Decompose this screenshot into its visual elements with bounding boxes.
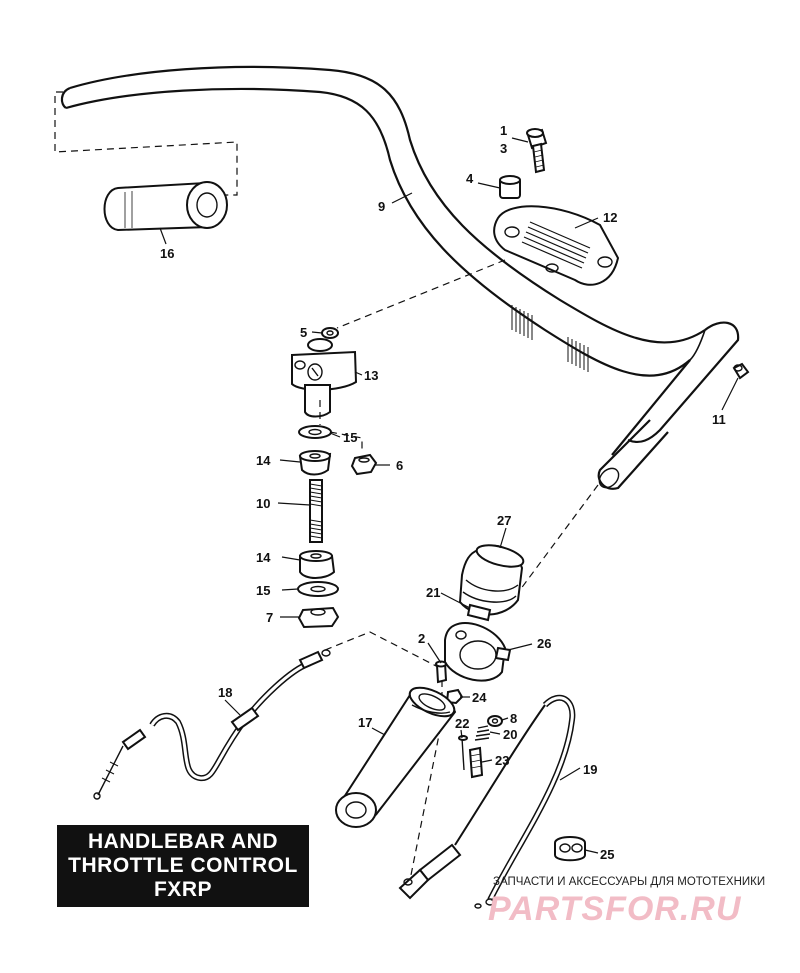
callout-13: 13 bbox=[364, 368, 378, 383]
spring-20 bbox=[474, 725, 491, 741]
callout-24: 24 bbox=[472, 690, 487, 705]
leader-lines bbox=[159, 137, 739, 854]
callout-25: 25 bbox=[600, 847, 614, 862]
bolt-11 bbox=[732, 362, 750, 380]
callout-14-lower: 14 bbox=[256, 550, 271, 565]
callout-23: 23 bbox=[495, 753, 509, 768]
screw-23 bbox=[468, 746, 484, 779]
callout-10: 10 bbox=[256, 496, 270, 511]
callout-7: 7 bbox=[266, 610, 273, 625]
callout-19: 19 bbox=[583, 762, 597, 777]
callout-17: 17 bbox=[358, 715, 372, 730]
callout-15-upper: 15 bbox=[343, 430, 357, 445]
upper-clamp bbox=[493, 205, 620, 286]
callout-6: 6 bbox=[396, 458, 403, 473]
callout-8: 8 bbox=[510, 711, 517, 726]
callout-3: 3 bbox=[500, 141, 507, 156]
housing-upper bbox=[458, 544, 525, 616]
diagram-title-box: HANDLEBAR AND THROTTLE CONTROL FXRP bbox=[57, 825, 309, 907]
callout-26: 26 bbox=[537, 636, 551, 651]
callout-15-lower: 15 bbox=[256, 583, 270, 598]
idle-cable-19 bbox=[398, 694, 576, 909]
callout-2: 2 bbox=[418, 631, 425, 646]
title-line-3: FXRP bbox=[153, 878, 212, 901]
callout-21: 21 bbox=[426, 585, 440, 600]
callout-27: 27 bbox=[497, 513, 511, 528]
stud-10 bbox=[309, 479, 323, 543]
housing-lower bbox=[444, 622, 512, 682]
callout-labels: 1 3 4 9 12 16 5 13 15 14 6 11 10 27 14 1… bbox=[160, 123, 726, 862]
callout-22: 22 bbox=[455, 716, 469, 731]
callout-11: 11 bbox=[712, 412, 726, 427]
callout-9: 9 bbox=[378, 199, 385, 214]
screw-22 bbox=[458, 735, 468, 771]
washer-8 bbox=[487, 715, 503, 727]
callout-14-upper: 14 bbox=[256, 453, 271, 468]
spacer-bushing bbox=[499, 175, 521, 199]
callout-4: 4 bbox=[466, 171, 474, 186]
watermark-logo: PARTSFOR.RU bbox=[488, 890, 742, 928]
callout-1: 1 bbox=[500, 123, 507, 138]
watermark-caption: ЗАПЧАСТИ И АКСЕССУАРЫ ДЛЯ МОТОТЕХНИКИ bbox=[493, 876, 766, 888]
callout-18: 18 bbox=[218, 685, 232, 700]
handlebar bbox=[60, 65, 740, 490]
nut-7 bbox=[297, 606, 340, 629]
washer-5 bbox=[321, 327, 339, 339]
left-grip bbox=[103, 181, 228, 232]
callout-12: 12 bbox=[603, 210, 617, 225]
bushing-14-lower bbox=[299, 550, 336, 579]
title-line-1: HANDLEBAR AND bbox=[87, 830, 279, 853]
nut-6 bbox=[350, 453, 378, 476]
washer-15-upper bbox=[298, 425, 332, 439]
callout-5: 5 bbox=[300, 325, 307, 340]
throttle-grip bbox=[335, 686, 457, 828]
washer-15-lower bbox=[297, 581, 339, 597]
clamp-bolt bbox=[526, 128, 548, 174]
callout-16: 16 bbox=[160, 246, 174, 261]
throttle-cable-18 bbox=[93, 649, 331, 800]
title-line-2: THROTTLE CONTROL bbox=[68, 854, 298, 877]
riser bbox=[291, 338, 358, 418]
clip-21 bbox=[466, 603, 492, 622]
callout-20: 20 bbox=[503, 727, 517, 742]
screw-2 bbox=[435, 660, 448, 684]
bushing-14-upper bbox=[298, 450, 332, 476]
cable-clip-25 bbox=[554, 836, 586, 862]
